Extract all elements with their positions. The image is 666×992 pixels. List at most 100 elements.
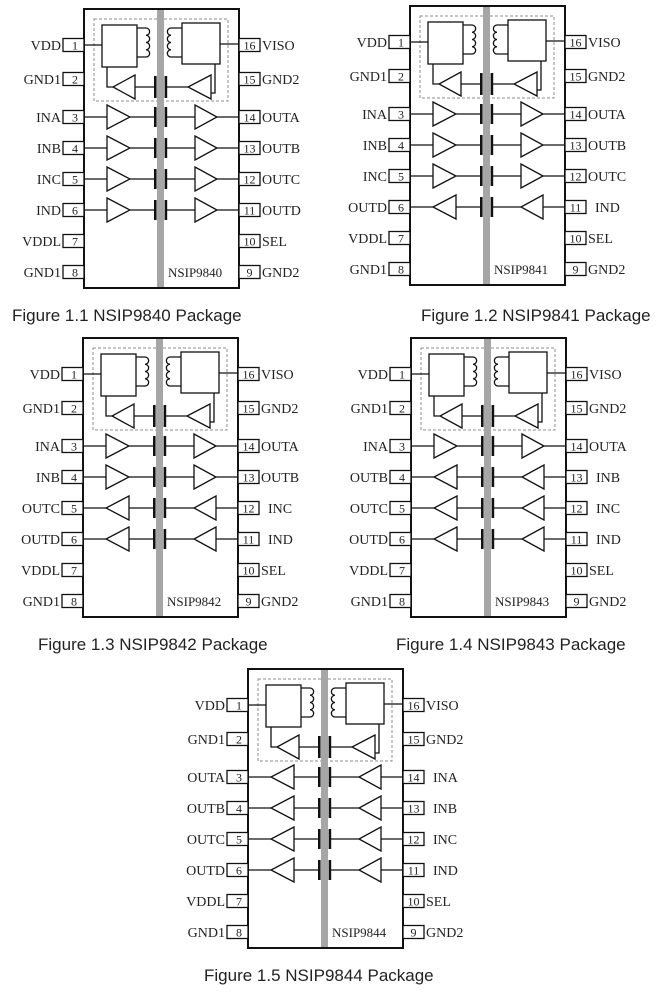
pin-box (389, 366, 412, 382)
isolation-barrier (484, 339, 491, 616)
channel-d (411, 525, 566, 553)
feedback-wire-secondary (375, 724, 380, 754)
pin-label: OUTB (350, 471, 388, 486)
input-buffer-icon (520, 494, 545, 522)
pin-label: GND2 (426, 733, 463, 748)
channel-c (411, 494, 566, 522)
pin-box (62, 140, 85, 156)
channel-a (84, 103, 239, 131)
pin-box (61, 562, 84, 578)
figure-caption: Figure 1.1 NSIP9840 Package (12, 306, 242, 325)
pin-label: VDDL (186, 895, 225, 910)
feedback-wire-primary (105, 396, 112, 417)
pin-label: OUTC (588, 170, 626, 185)
pin-number: 2 (398, 70, 404, 84)
pin-number: 5 (236, 833, 242, 847)
pin-box (238, 37, 261, 53)
channel-d-isolation-capacitor (154, 200, 168, 220)
capacitor-plate-right (164, 169, 168, 189)
feedback-wire-primary (432, 64, 439, 85)
pin-box (61, 366, 84, 382)
pin-box (238, 233, 261, 249)
input-buffer-icon (357, 856, 382, 884)
capacitor-plate-left (480, 197, 483, 217)
channel-a (411, 432, 566, 460)
pin-box (62, 202, 85, 218)
capacitor-plate-left (480, 104, 483, 124)
channel-d (410, 193, 565, 221)
pin-box (61, 469, 84, 485)
pin-label: VDDL (22, 235, 61, 250)
capacitor-plate-right (164, 200, 168, 220)
pin-number: 1 (236, 699, 242, 713)
primary-coil-icon (464, 356, 478, 387)
figure-caption: Figure 1.5 NSIP9844 Package (204, 966, 434, 985)
feedback-isolation-capacitor (154, 76, 168, 98)
part-number-label: NSIP9843 (495, 594, 549, 609)
pin-number: 10 (244, 235, 256, 249)
pin-label: VDDL (349, 564, 388, 579)
pin-label: INC (433, 833, 457, 848)
capacitor-plate-right (491, 498, 495, 518)
pin-box (388, 261, 411, 277)
pin-box (226, 800, 249, 816)
pin-label: VDD (358, 368, 388, 383)
pin-box (237, 400, 260, 416)
pin-box (388, 34, 411, 50)
pin-number: 13 (408, 802, 420, 816)
feedback-wire-secondary (537, 61, 542, 91)
pin-number: 2 (399, 402, 405, 416)
primary-driver-block (428, 353, 465, 397)
pin-number: 16 (244, 39, 256, 53)
feedback-wire-secondary (210, 393, 215, 423)
pin-number: 7 (71, 564, 77, 578)
channel-c-isolation-capacitor (154, 169, 168, 189)
primary-coil-icon (137, 27, 151, 58)
feedback-buffer-secondary-icon (186, 73, 212, 101)
pin-label: VDD (30, 368, 60, 383)
secondary-coil-icon (493, 356, 509, 387)
pin-box (564, 230, 587, 246)
package-pinout-diagram: 1VDD2GND13OUTA4OUTB5OUTC6OUTD7VDDL8GND11… (186, 668, 463, 949)
capacitor-plate-right (163, 405, 167, 427)
pin-box (238, 71, 261, 87)
pin-box (565, 469, 588, 485)
pin-label: OUTD (262, 204, 301, 219)
pin-box (61, 593, 84, 609)
capacitor-plate-left (318, 767, 321, 787)
pin-label: INA (433, 771, 459, 786)
channel-c (248, 825, 403, 853)
channel-c (410, 162, 565, 190)
pin-number: 15 (408, 733, 420, 747)
pin-box (62, 264, 85, 280)
pin-label: GND1 (188, 926, 225, 941)
capacitor-plate-right (490, 104, 494, 124)
pin-label: GND2 (589, 595, 626, 610)
channel-c-isolation-capacitor (481, 498, 495, 518)
pin-label: GND1 (24, 266, 61, 281)
pin-box (237, 593, 260, 609)
feedback-isolation-capacitor (153, 405, 167, 427)
pin-label: SEL (426, 895, 451, 910)
pin-label: OUTA (187, 771, 226, 786)
pin-number: 12 (570, 170, 582, 184)
pin-label: OUTD (186, 864, 225, 879)
pin-number: 6 (71, 533, 77, 547)
